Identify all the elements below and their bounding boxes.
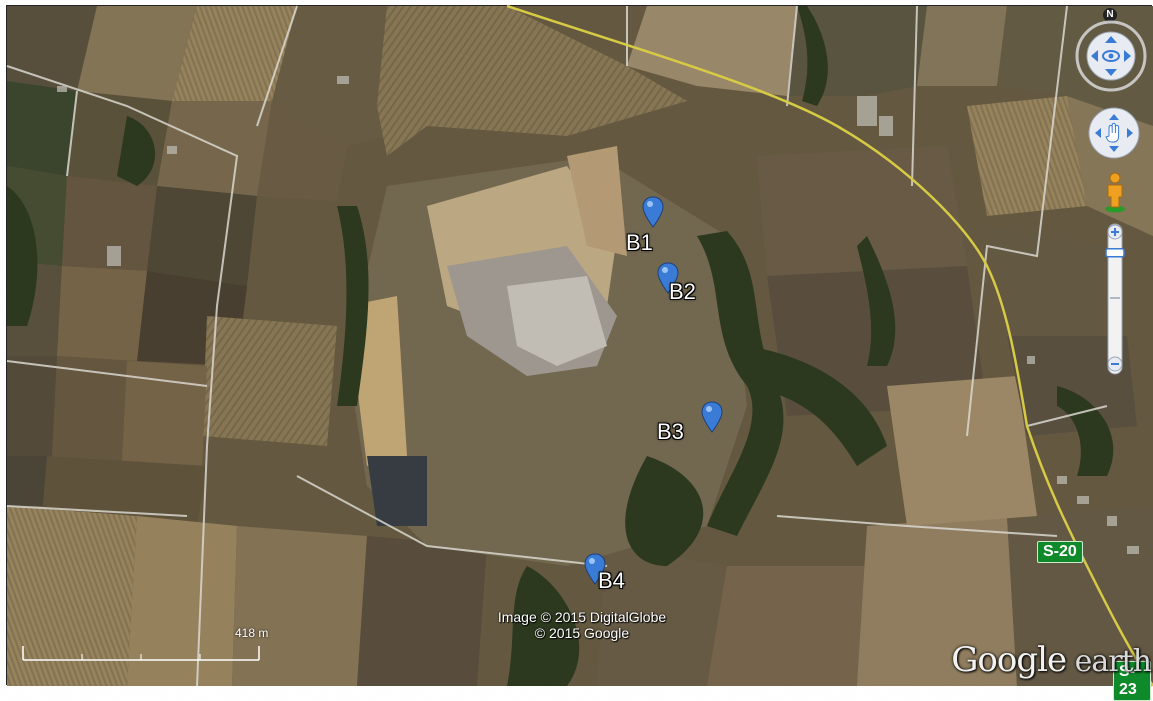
marker-b4-pin-icon[interactable] [584, 553, 606, 585]
marker-b2-pin-icon[interactable] [657, 262, 679, 294]
marker-b3-label[interactable]: B3 [657, 419, 684, 444]
brand-main: Google [951, 640, 1067, 680]
copyright-line-1: Image © 2015 DigitalGlobe [497, 609, 667, 625]
scale-label: 418 m [235, 626, 269, 640]
pegman-icon[interactable] [1103, 171, 1127, 213]
compass-north-indicator[interactable]: N [1103, 8, 1117, 22]
scale-bar [22, 646, 260, 661]
eye-joystick-icon[interactable] [1075, 20, 1147, 92]
map-viewport[interactable]: B1 B2 B3 B4 S-20 S-23 Image © 2015 Digit… [6, 4, 1153, 701]
hand-joystick-icon[interactable] [1087, 106, 1141, 160]
copyright-line-2: © 2015 Google [534, 625, 630, 641]
marker-b2-label[interactable]: B2 [669, 279, 696, 304]
marker-b3-pin-icon[interactable] [701, 401, 723, 433]
imagery-copyright: Image © 2015 DigitalGlobe © 2015 Google [477, 609, 687, 641]
satellite-terrain[interactable] [6, 4, 1153, 687]
marker-b4-label[interactable]: B4 [598, 568, 625, 593]
marker-b1-label[interactable]: B1 [626, 230, 653, 255]
zoom-slider[interactable] [1103, 222, 1127, 376]
brand-sub: earth [1066, 644, 1152, 679]
road-shield-s23[interactable]: S-23 [1113, 661, 1151, 701]
zoom-thumb [1105, 248, 1125, 258]
road-shield-s20[interactable]: S-20 [1037, 541, 1083, 563]
marker-b1-pin-icon[interactable] [642, 196, 664, 228]
google-earth-logo: Google earth [951, 640, 1152, 680]
